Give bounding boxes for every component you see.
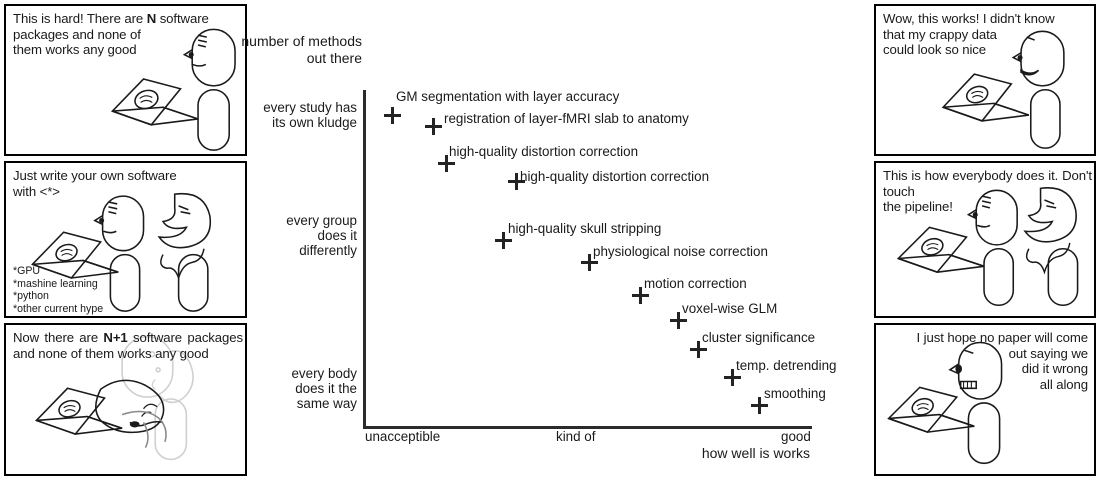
comic-panel-left-3-caption: Now there are N+1 software pack­ages and… [13, 330, 244, 361]
data-point-label: high-quality distortion correction [520, 169, 710, 184]
y-tick-label-top: every study has its own kludge [263, 100, 357, 131]
data-point-marker [690, 341, 707, 358]
x-tick-label-kind-of: kind of [556, 429, 596, 444]
data-point-marker [425, 118, 442, 135]
comic-panel-left-2: Just write your own software with <*> *G… [4, 161, 247, 318]
data-point-label: physiological noise correction [593, 244, 768, 259]
data-point-label: cluster significance [702, 330, 816, 345]
comic-panel-right-3-caption: I just hope no paper will come out sayin… [916, 330, 1089, 392]
comic-panel-right-2: This is how everybody does it. Don't tou… [874, 161, 1096, 318]
data-point-label: motion correction [644, 276, 747, 291]
data-point-marker [670, 312, 687, 329]
comic-panel-left-2-caption: Just write your own software with <*> [13, 168, 177, 199]
data-point-label: voxel-wise GLM [682, 301, 778, 316]
data-point-marker [495, 232, 512, 249]
data-point-label: temp. detrending [736, 358, 837, 373]
comic-panel-left-3: Now there are N+1 software pack­ages and… [4, 323, 247, 476]
comic-panel-right-1: Wow, this works! I didn't know that my c… [874, 4, 1096, 156]
method-quality-scatter-chart: number of methods out there how well is … [236, 0, 864, 480]
data-point-label: high-quality skull stripping [508, 221, 662, 236]
x-axis-title: how well is works [701, 445, 810, 461]
data-point-marker [508, 173, 525, 190]
y-axis-title: number of methods out there [241, 33, 362, 66]
data-point-marker [632, 287, 649, 304]
comic-panel-left-1-caption: This is hard! There are N software packa… [13, 11, 209, 58]
x-tick-label-unacceptible: unacceptible [365, 429, 441, 444]
data-point-label: GM segmentation with layer accuracy [396, 89, 620, 104]
data-point-marker [384, 107, 401, 124]
comic-panel-left-1: This is hard! There are N software packa… [4, 4, 247, 156]
comic-panel-right-1-caption: Wow, this works! I didn't know that my c… [883, 11, 1055, 58]
data-point-marker [438, 155, 455, 172]
data-point-marker [581, 254, 598, 271]
data-point-label: smoothing [764, 386, 826, 401]
y-axis-line [363, 90, 366, 428]
comic-panel-right-2-caption: This is how everybody does it. Don't tou… [883, 168, 1092, 215]
data-point-label: registration of layer-fMRI slab to anato… [444, 111, 689, 126]
x-axis-line [363, 426, 812, 429]
comic-panel-left-2-sublist: *GPU *mashine learning *python *other cu… [13, 265, 104, 315]
data-point-marker [724, 369, 741, 386]
y-tick-label-bottom: every body does it the same way [291, 366, 357, 412]
x-tick-label-good: good [781, 429, 811, 444]
y-tick-label-middle: every group does it differently [286, 213, 357, 259]
data-point-marker [751, 397, 768, 414]
comic-panel-right-3: I just hope no paper will come out sayin… [874, 323, 1096, 476]
data-point-label: high-quality distortion correction [449, 144, 639, 159]
